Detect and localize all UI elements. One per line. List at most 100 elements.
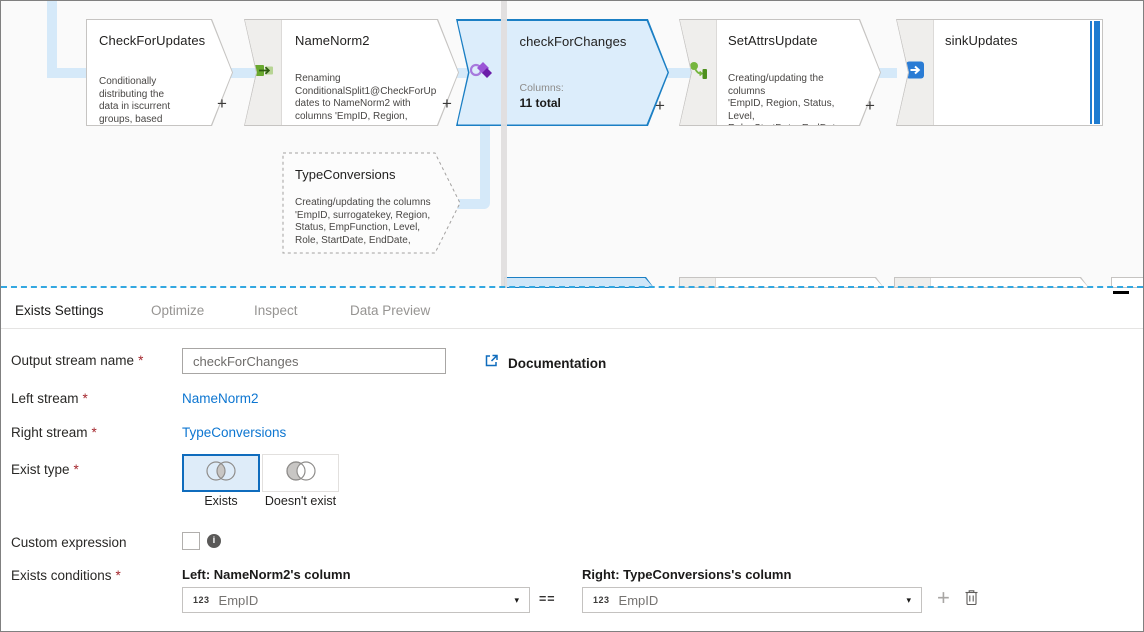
documentation-label: Documentation — [508, 355, 607, 371]
node-body — [1112, 278, 1143, 287]
node-body — [680, 278, 883, 287]
left-stream-link[interactable]: NameNorm2 — [182, 391, 259, 406]
node-checkforchanges-selected[interactable]: checkForChanges Columns: 11 total — [456, 19, 669, 126]
transform-icon-strip — [245, 20, 282, 125]
node-description: Creating/updating the columns 'EmpID, Re… — [728, 73, 844, 147]
chevron-down-icon: ▾ — [906, 594, 911, 605]
transform-icon-strip — [458, 21, 506, 125]
connector-typeconversions-horizontal — [451, 199, 485, 209]
right-column-header: Right: TypeConversions's column — [582, 567, 792, 582]
exist-type-label: Exist type* — [11, 462, 79, 477]
node-row2-selected-partial[interactable] — [504, 277, 654, 288]
label-text: Exist type — [11, 462, 70, 477]
node-setattrsupdate[interactable]: SetAttrsUpdate Creating/updating the col… — [679, 19, 881, 126]
sink-end-marker — [1094, 21, 1100, 124]
node-body — [895, 278, 1088, 287]
left-column-value: EmpID — [218, 592, 259, 608]
custom-expression-label: Custom expression — [11, 535, 127, 550]
integer-type-icon: 123 — [193, 595, 210, 605]
add-condition-button[interactable]: + — [937, 585, 950, 610]
doesnt-exist-option-label: Doesn't exist — [264, 494, 337, 508]
label-text: Right stream — [11, 425, 88, 440]
right-column-dropdown[interactable]: 123 EmpID ▾ — [582, 587, 922, 613]
exists-conditions-label: Exists conditions* — [11, 568, 121, 583]
node-title: CheckForUpdates — [99, 33, 206, 48]
left-column-dropdown[interactable]: 123 EmpID ▾ — [182, 587, 530, 613]
tab-data-preview[interactable]: Data Preview — [350, 303, 431, 318]
node-row2-partial[interactable] — [894, 277, 1089, 288]
node-typeconversions-ghost[interactable] — [281, 151, 463, 260]
add-transform-button[interactable]: + — [442, 94, 452, 113]
label-text: Output stream name — [11, 353, 135, 368]
right-stream-label: Right stream* — [11, 425, 97, 440]
venn-intersection-icon — [201, 458, 241, 489]
node-body: NameNorm2 Renaming ConditionalSplit1@Che… — [245, 20, 458, 125]
columns-count: 11 total — [519, 95, 561, 110]
node-body: sinkUpdates — [897, 20, 1102, 125]
node-row2-partial[interactable] — [679, 277, 884, 288]
required-marker: * — [82, 391, 88, 406]
required-marker: * — [91, 425, 97, 440]
delete-condition-button[interactable] — [964, 589, 979, 611]
exist-type-exists-button[interactable] — [182, 454, 260, 492]
tab-optimize[interactable]: Optimize — [151, 303, 205, 318]
left-column-header: Left: NameNorm2's column — [182, 567, 351, 582]
label-text: Left stream — [11, 391, 79, 406]
output-stream-name-label: Output stream name* — [11, 353, 143, 368]
tab-exists-settings[interactable]: Exists Settings — [15, 303, 104, 318]
transformation-settings-panel: Exists Settings Optimize Inspect Data Pr… — [1, 288, 1143, 631]
node-title: SetAttrsUpdate — [728, 33, 818, 48]
node-description: Renaming ConditionalSplit1@CheckForUp da… — [295, 73, 437, 122]
select-icon — [252, 61, 274, 84]
trash-icon — [964, 590, 979, 610]
node-body: CheckForUpdates Conditionally distributi… — [87, 20, 232, 125]
exist-type-doesnt-exist-button[interactable] — [262, 454, 339, 492]
left-stream-label: Left stream* — [11, 391, 88, 406]
external-link-icon — [484, 353, 499, 373]
connector-top-elbow — [47, 1, 57, 73]
dataflow-canvas[interactable]: CheckForUpdates Conditionally distributi… — [1, 1, 1143, 288]
transform-icon-strip — [897, 20, 934, 125]
canvas-gridline — [501, 1, 507, 288]
ghost-node-outline — [282, 152, 461, 254]
transform-icon-strip — [895, 278, 931, 287]
output-stream-name-input[interactable] — [182, 348, 446, 374]
node-title: sinkUpdates — [945, 33, 1018, 48]
transform-icon-strip — [680, 20, 717, 125]
right-stream-link[interactable]: TypeConversions — [182, 425, 287, 440]
node-description: Creating/updating the columns 'EmpID, su… — [295, 197, 431, 246]
add-transform-button[interactable]: + — [655, 96, 665, 115]
right-column-value: EmpID — [618, 592, 659, 608]
node-title: TypeConversions — [295, 167, 396, 182]
label-text: Exists conditions — [11, 568, 112, 583]
node-sinkupdates[interactable]: sinkUpdates — [896, 19, 1103, 126]
custom-expression-checkbox[interactable] — [182, 532, 200, 550]
tab-inspect[interactable]: Inspect — [254, 303, 298, 318]
node-row2-partial[interactable] — [1111, 277, 1143, 288]
collapse-panel-handle[interactable] — [1113, 291, 1129, 294]
node-description: Conditionally distributing the data in i… — [99, 76, 171, 137]
required-marker: * — [115, 568, 121, 583]
info-icon: i — [207, 534, 221, 548]
panel-splitter[interactable] — [1, 286, 1143, 288]
required-marker: * — [73, 462, 79, 477]
add-transform-button[interactable]: + — [865, 96, 875, 115]
add-transform-button[interactable]: + — [217, 94, 227, 113]
node-title: checkForChanges — [519, 33, 627, 49]
venn-difference-icon — [281, 458, 321, 489]
columns-label: Columns: — [519, 81, 564, 94]
node-body: checkForChanges Columns: 11 total — [458, 21, 668, 125]
exists-icon — [469, 60, 495, 85]
documentation-link[interactable]: Documentation — [484, 353, 606, 373]
node-checkforupdates[interactable]: CheckForUpdates Conditionally distributi… — [86, 19, 233, 126]
sink-icon — [905, 60, 925, 85]
chevron-down-icon: ▾ — [514, 594, 519, 605]
tab-divider — [1, 328, 1143, 329]
derived-column-icon — [688, 60, 708, 85]
node-title: NameNorm2 — [295, 33, 370, 48]
connector-typeconversions-vertical — [480, 123, 490, 209]
required-marker: * — [138, 353, 144, 368]
node-namenorm2[interactable]: NameNorm2 Renaming ConditionalSplit1@Che… — [244, 19, 459, 126]
integer-type-icon: 123 — [593, 595, 610, 605]
